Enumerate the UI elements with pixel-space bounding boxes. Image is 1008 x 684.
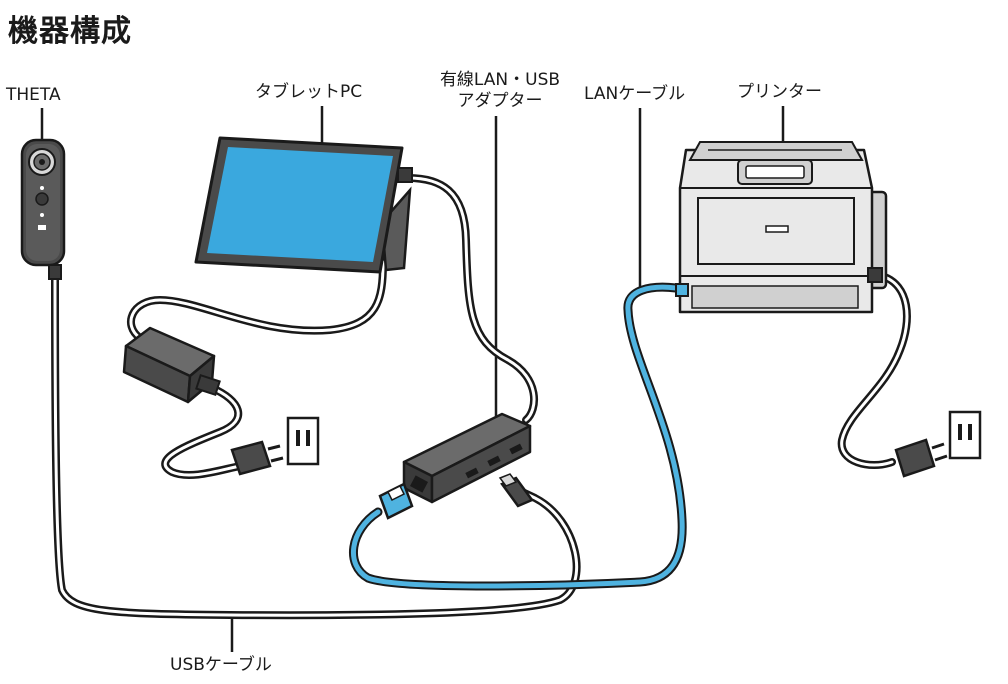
tablet-usb-cable (404, 174, 539, 424)
tablet-power-cable (126, 258, 387, 479)
printer-plug (894, 438, 948, 478)
lan-cable (349, 282, 687, 591)
label-adapter-line2: アダプター (457, 91, 543, 111)
label-adapter-line1: 有線LAN・USB (439, 70, 561, 90)
label-lan-cable: LANケーブル (584, 84, 686, 104)
lan-usb-adapter (402, 412, 532, 504)
printer-power-cable (837, 272, 911, 469)
usb-connector (498, 473, 534, 508)
theta-camera (20, 138, 66, 280)
page-title: 機器構成 (8, 14, 132, 49)
wall-outlet-left (286, 416, 320, 466)
tablet-plug (230, 440, 284, 476)
lan-connector (378, 482, 414, 520)
power-adapter (122, 326, 221, 404)
wall-outlet-right (948, 410, 982, 460)
tablet-pc (194, 136, 413, 274)
label-adapter: 有線LAN・USB アダプター (425, 70, 575, 112)
label-usb-cable: USBケーブル (170, 655, 272, 675)
label-theta: THETA (6, 85, 61, 105)
label-printer: プリンター (737, 82, 822, 102)
label-tablet: タブレットPC (255, 82, 363, 102)
printer (675, 141, 888, 314)
